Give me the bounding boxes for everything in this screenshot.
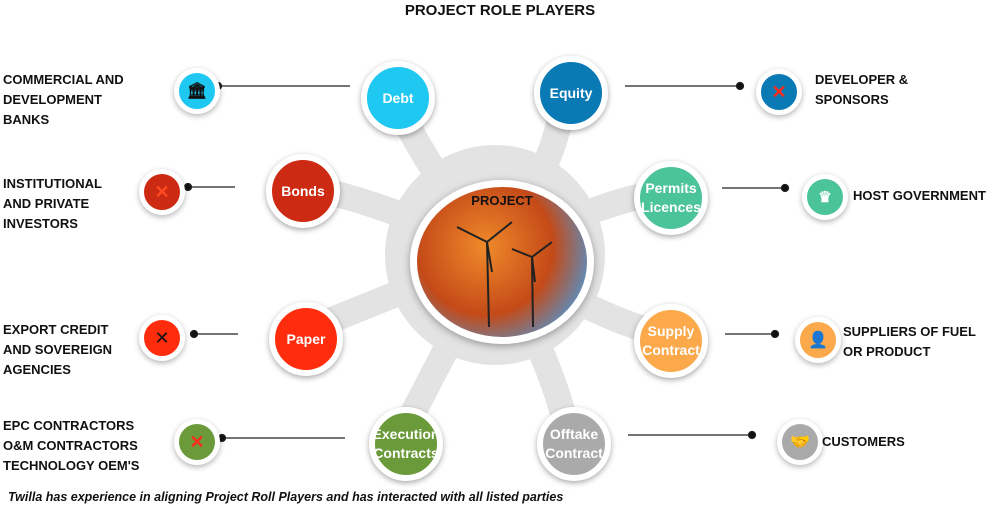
x-icon: ✕ bbox=[756, 69, 802, 115]
x-icon: ✕ bbox=[174, 419, 220, 465]
footer-note: Twilla has experience in aligning Projec… bbox=[8, 490, 564, 504]
party-label: EXPORT CREDIT AND SOVEREIGN AGENCIES bbox=[3, 322, 113, 377]
node-offtake-contract[interactable]: Offtake Contract bbox=[537, 407, 611, 481]
party-label: DEVELOPER & SPONSORS bbox=[815, 72, 909, 107]
party-label: CUSTOMERS bbox=[822, 434, 905, 449]
party-label: EPC CONTRACTORS O&M CONTRACTORS TECHNOLO… bbox=[3, 418, 140, 473]
node-debt[interactable]: Debt bbox=[361, 61, 435, 135]
handshake-icon: 🤝 bbox=[777, 419, 823, 465]
crown-icon: ♛ bbox=[802, 174, 848, 220]
node-bonds[interactable]: Bonds bbox=[266, 154, 340, 228]
node-permits-licences[interactable]: Permits Licences bbox=[634, 161, 708, 235]
page-title: PROJECT ROLE PLAYERS bbox=[404, 2, 596, 19]
node-execution-contracts[interactable]: Execution Contracts bbox=[369, 407, 443, 481]
node-equity[interactable]: Equity bbox=[534, 56, 608, 130]
party-label: SUPPLIERS OF FUEL OR PRODUCT bbox=[843, 324, 976, 359]
node-paper[interactable]: Paper bbox=[269, 302, 343, 376]
x-icon: ✕ bbox=[139, 169, 185, 215]
party-label: HOST GOVERNMENT bbox=[853, 188, 986, 203]
bank-icon: 🏛 bbox=[174, 68, 220, 114]
party-label: INSTITUTIONAL AND PRIVATE INVESTORS bbox=[3, 176, 102, 231]
project-label: PROJECT bbox=[471, 193, 533, 208]
x-icon: ✕ bbox=[139, 315, 185, 361]
node-supply-contract[interactable]: Supply Contract bbox=[634, 304, 708, 378]
person-icon: 👤 bbox=[795, 317, 841, 363]
project-hub: PROJECT bbox=[410, 180, 594, 344]
party-label: COMMERCIAL AND DEVELOPMENT BANKS bbox=[3, 72, 124, 127]
wind-turbines-image bbox=[456, 221, 553, 328]
